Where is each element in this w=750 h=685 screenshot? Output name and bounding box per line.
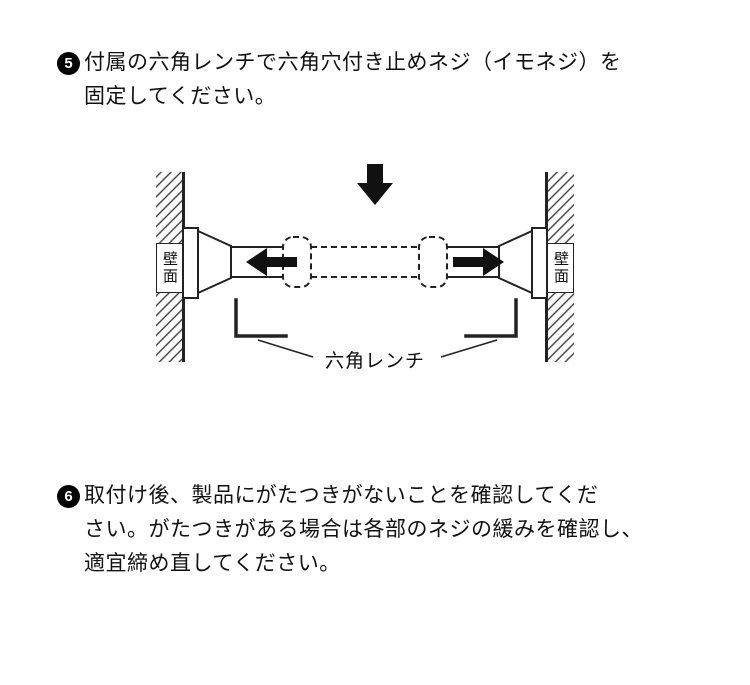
step-text-line: さい。がたつきがある場合は各部のネジの緩みを確認し、 xyxy=(84,518,643,541)
hex-wrench-label: 六角レンチ xyxy=(324,351,426,372)
left-arrow-icon xyxy=(246,248,297,276)
wall-label-right: 壁面 xyxy=(547,243,574,293)
step-5-number-badge: 5 xyxy=(57,52,80,75)
step-text-line: 固定してください。 xyxy=(84,85,277,108)
step-6-number-badge: 6 xyxy=(57,485,80,508)
step-5: 5 付属の六角レンチで六角穴付き止めネジ（イモネジ）を 固定してください。 xyxy=(0,0,750,114)
step-6-text: 取付け後、製品にがたつきがないことを確認してくだ さい。がたつきがある場合は各部… xyxy=(84,479,643,581)
installation-diagram: 壁面 壁面 六角レンチ xyxy=(0,160,750,385)
step-6: 6 取付け後、製品にがたつきがないことを確認してくだ さい。がたつきがある場合は… xyxy=(0,479,750,581)
dashed-ring-right xyxy=(418,236,448,288)
tension-rod xyxy=(182,227,548,299)
down-arrow-icon xyxy=(357,164,393,205)
right-bracket-flange xyxy=(531,227,548,299)
step-text-line: 取付け後、製品にがたつきがないことを確認してくだ xyxy=(84,484,599,507)
step-5-text: 付属の六角レンチで六角穴付き止めネジ（イモネジ）を 固定してください。 xyxy=(84,46,622,114)
hex-wrench-left xyxy=(234,298,288,338)
wall-label-left: 壁面 xyxy=(156,243,183,293)
step-text-line: 適宜締め直してください。 xyxy=(84,552,341,575)
leader-line-right xyxy=(440,339,498,358)
step-text-line: 付属の六角レンチで六角穴付き止めネジ（イモネジ）を xyxy=(84,51,622,74)
hex-wrench-right xyxy=(464,298,518,338)
right-arrow-icon xyxy=(453,248,504,276)
left-bracket-cone xyxy=(197,229,232,295)
leader-line-left xyxy=(257,339,314,358)
left-bracket-flange xyxy=(182,227,199,299)
